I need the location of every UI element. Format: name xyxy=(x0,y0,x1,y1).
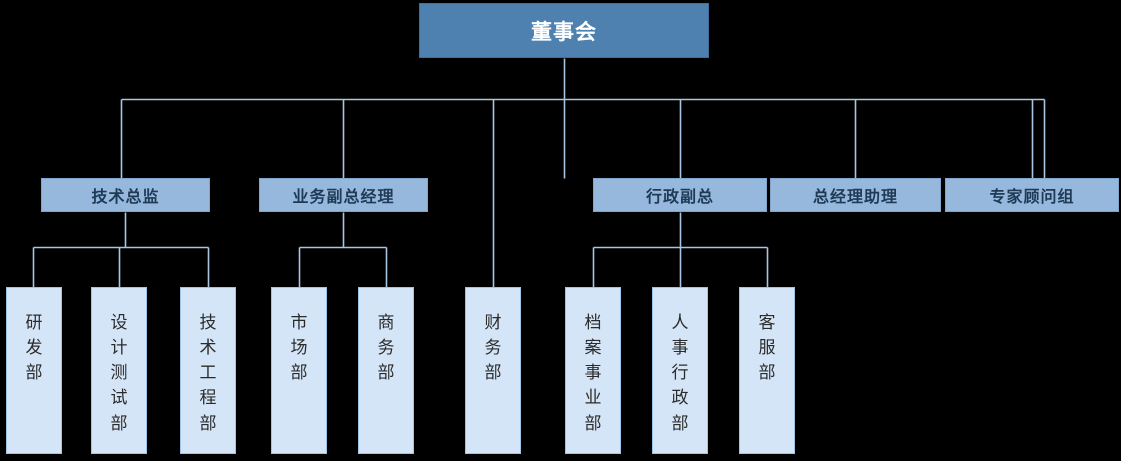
org-node-level2-4[interactable]: 专家顾问组 xyxy=(945,178,1119,212)
org-node-label: 商务部 xyxy=(377,313,395,383)
org-node-root[interactable]: 董事会 xyxy=(419,3,709,58)
org-node-label: 技术工程部 xyxy=(199,313,217,433)
org-node-leaf-5[interactable]: 财务部 xyxy=(465,287,521,454)
org-node-leaf-4[interactable]: 商务部 xyxy=(358,287,414,454)
org-node-label: 业务副总经理 xyxy=(292,189,395,206)
org-node-label: 专家顾问组 xyxy=(989,189,1075,206)
org-node-label: 档案事业部 xyxy=(584,313,602,433)
org-node-label: 技术总监 xyxy=(91,189,160,206)
org-node-label: 行政副总 xyxy=(645,189,714,206)
org-node-label: 人事行政部 xyxy=(671,313,689,433)
org-node-label: 客服部 xyxy=(758,313,776,383)
org-node-leaf-1[interactable]: 设计测试部 xyxy=(91,287,147,454)
org-node-label: 研发部 xyxy=(25,313,43,383)
org-node-label: 市场部 xyxy=(290,313,308,383)
org-node-label: 总经理助理 xyxy=(812,189,898,206)
org-node-level2-0[interactable]: 技术总监 xyxy=(41,178,210,212)
org-node-label: 董事会 xyxy=(531,20,597,44)
org-node-leaf-7[interactable]: 人事行政部 xyxy=(652,287,708,454)
org-node-leaf-2[interactable]: 技术工程部 xyxy=(180,287,236,454)
org-node-level2-3[interactable]: 总经理助理 xyxy=(770,178,941,212)
org-node-level2-2[interactable]: 行政副总 xyxy=(593,178,767,212)
org-node-label: 设计测试部 xyxy=(110,313,128,433)
org-node-leaf-0[interactable]: 研发部 xyxy=(6,287,62,454)
org-node-leaf-8[interactable]: 客服部 xyxy=(739,287,795,454)
org-node-label: 财务部 xyxy=(484,313,502,383)
org-node-leaf-6[interactable]: 档案事业部 xyxy=(565,287,621,454)
org-node-leaf-3[interactable]: 市场部 xyxy=(271,287,327,454)
org-node-level2-1[interactable]: 业务副总经理 xyxy=(259,178,428,212)
